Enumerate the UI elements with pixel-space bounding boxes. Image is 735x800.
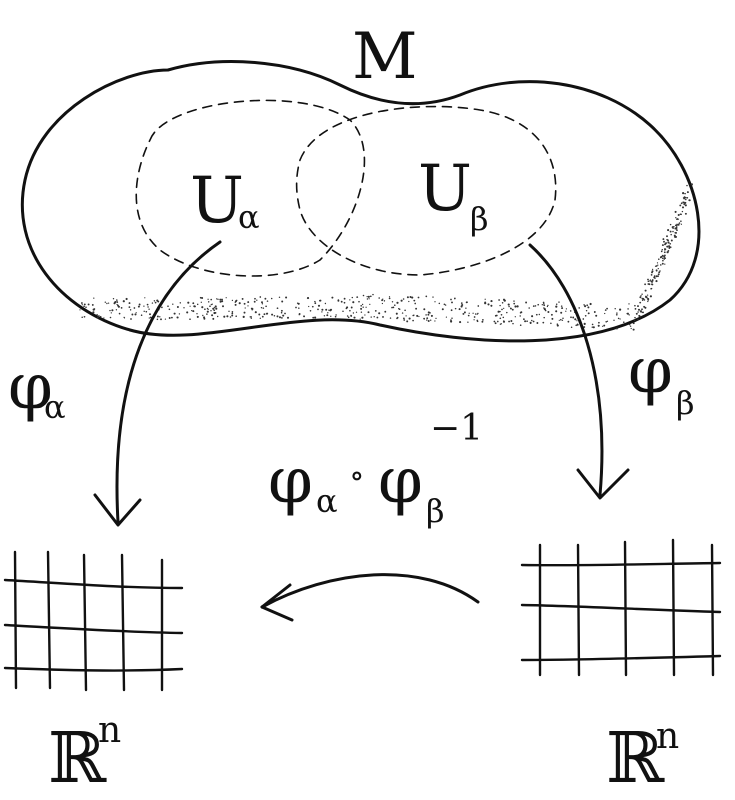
transition-phi-alpha-label: φ	[268, 444, 313, 518]
open-set-u-alpha-outline	[135, 99, 366, 277]
transition-phi-beta-subscript: β	[426, 492, 445, 530]
open-set-u-beta-subscript: β	[470, 200, 489, 238]
chart-map-alpha-arrowhead	[93, 493, 142, 527]
coordinate-grid-right	[520, 538, 722, 677]
transition-phi-alpha-subscript: α	[316, 482, 338, 520]
open-set-u-beta-label: U	[418, 152, 472, 226]
transition-map-arrow	[260, 573, 480, 609]
target-space-left-label: ℝ	[48, 717, 107, 799]
chart-map-beta-arrowhead	[576, 468, 630, 500]
chart-map-alpha-arrow	[115, 240, 222, 524]
chart-map-alpha-subscript: α	[44, 388, 66, 426]
chart-map-beta-label: φ	[628, 334, 673, 408]
chart-map-beta-arrow	[528, 243, 604, 497]
chart-map-beta-subscript: β	[676, 384, 695, 422]
target-space-left-superscript: n	[98, 710, 121, 751]
transition-inverse-superscript: −1	[430, 408, 483, 449]
open-set-u-alpha-label: U	[190, 164, 244, 238]
manifold-label: M	[352, 20, 418, 94]
open-set-u-alpha-subscript: α	[238, 198, 260, 236]
manifold-outline	[20, 60, 701, 343]
target-space-right-superscript: n	[656, 716, 679, 757]
chart-map-alpha-label: φ	[8, 350, 53, 424]
open-set-u-beta-outline	[295, 105, 557, 276]
transition-compose-symbol: ∘	[349, 456, 365, 494]
transition-phi-beta-label: φ	[378, 444, 423, 518]
target-space-right-label: ℝ	[606, 717, 665, 799]
transition-map-arrowhead	[260, 583, 294, 622]
manifold-shading	[79, 183, 693, 331]
coordinate-grid-left	[3, 550, 184, 692]
